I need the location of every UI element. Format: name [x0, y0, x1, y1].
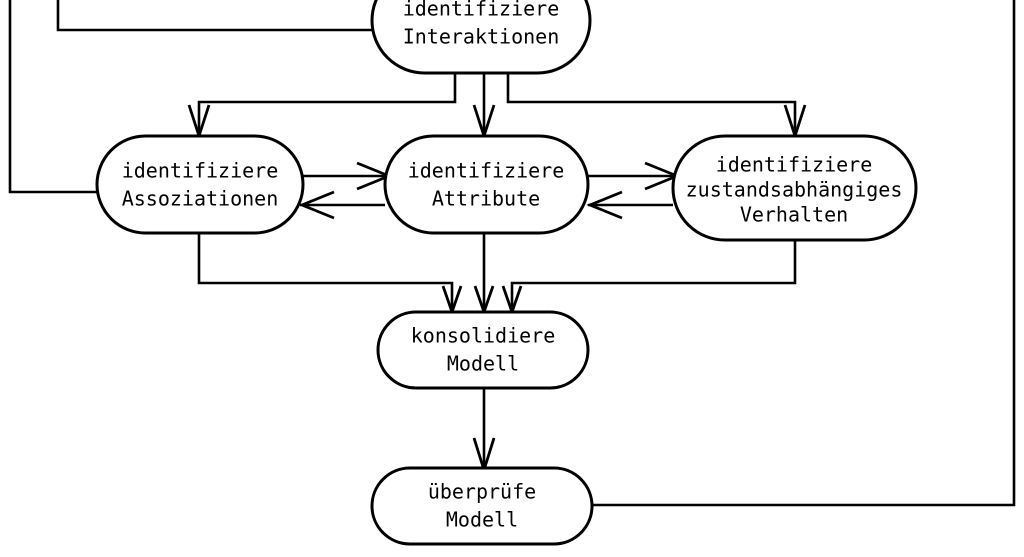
connector-verhalten-to-konsolidiere	[510, 240, 797, 308]
node-label-interaktionen-line2: Interaktionen	[403, 25, 560, 49]
node-identifiziere-interaktionen[interactable]: identifiziere Interaktionen	[370, 0, 592, 75]
node-identifiziere-assoziationen[interactable]: identifiziere Assoziationen	[95, 134, 305, 235]
arrowhead-verhalten-to-attribute	[586, 190, 623, 220]
node-label-assoziationen-line1: identifiziere	[122, 159, 279, 183]
connector-interaktionen-to-verhalten	[506, 73, 797, 132]
connector-interaktionen-to-assoziationen	[197, 73, 457, 132]
connector-left-rail-to-assoziationen	[8, 0, 107, 194]
node-label-konsolidiere-line2: Modell	[447, 352, 519, 376]
node-label-konsolidiere-line1: konsolidiere	[411, 324, 556, 348]
node-shape-attribute	[383, 134, 590, 235]
node-label-assoziationen-line2: Assoziationen	[122, 187, 279, 211]
node-shape-konsolidiere	[376, 310, 590, 390]
node-label-ueberpruefe-line1: überprüfe	[428, 480, 536, 504]
node-shape-verhalten	[671, 134, 918, 242]
node-label-attribute-line1: identifiziere	[408, 159, 565, 183]
node-shape-ueberpruefe	[370, 466, 594, 546]
node-identifiziere-attribute[interactable]: identifiziere Attribute	[383, 134, 590, 235]
node-label-verhalten-line3: Verhalten	[740, 203, 848, 227]
connector-layer	[8, 0, 1016, 507]
node-identifiziere-zustandsabhaengiges-verhalten[interactable]: identifiziere zustandsabhängiges Verhalt…	[671, 134, 918, 242]
node-label-interaktionen-line1: identifiziere	[403, 0, 560, 21]
node-label-ueberpruefe-line2: Modell	[446, 508, 518, 532]
node-shape-assoziationen	[95, 134, 305, 235]
connector-interaktionen-to-top-left-rail	[56, 0, 372, 32]
node-konsolidiere-modell[interactable]: konsolidiere Modell	[376, 310, 590, 390]
node-label-verhalten-line1: identifiziere	[716, 153, 873, 177]
connector-ueberpruefe-to-right-rail	[592, 0, 1016, 507]
node-shape-interaktionen	[370, 0, 592, 75]
connector-assoziationen-to-konsolidiere	[197, 233, 454, 308]
arrowhead-attribute-to-assoziationen	[298, 190, 335, 220]
node-label-verhalten-line2: zustandsabhängiges	[686, 178, 903, 202]
node-ueberpruefe-modell[interactable]: überprüfe Modell	[370, 466, 594, 546]
node-label-attribute-line2: Attribute	[432, 187, 540, 211]
